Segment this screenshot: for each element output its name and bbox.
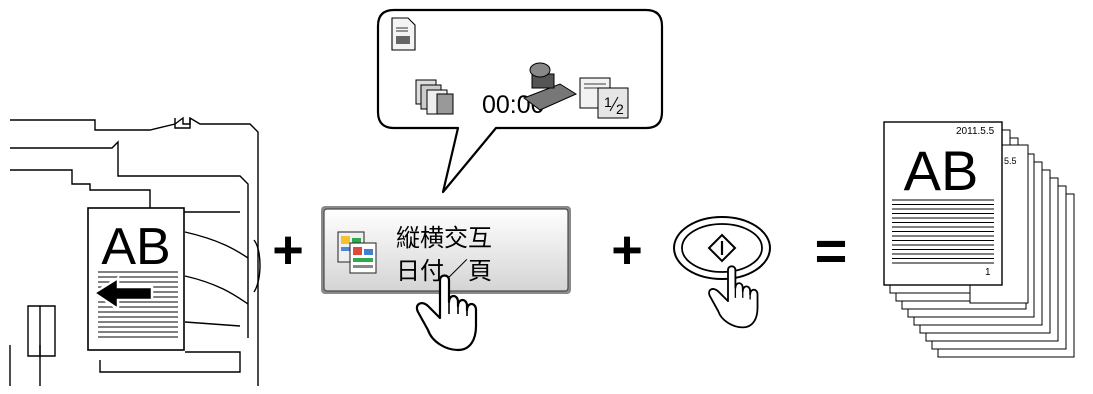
plus-operator-1: + (272, 220, 304, 280)
copier-feeder-illustration (9, 116, 261, 386)
settings-callout: 00:00 1 2 (376, 8, 664, 194)
document-icon (391, 17, 416, 51)
output-front-text: AB (904, 139, 979, 202)
output-page-number: 1 (985, 267, 991, 278)
original-document: AB (87, 207, 185, 351)
equals-operator: = (815, 219, 848, 282)
rotate-sort-datepage-button[interactable]: 縦横交互 日付／頁 (321, 206, 571, 294)
button-label-line1: 縦横交互 (396, 224, 492, 252)
svg-text:2: 2 (616, 101, 624, 117)
multi-copy-icon (415, 79, 454, 115)
page-number-icon: 1 2 (579, 77, 629, 119)
output-copies-stack: 5.5 2011.5.5 AB 1 (883, 121, 1075, 358)
start-diamond-icon (707, 233, 737, 263)
rotate-sort-icon (337, 231, 377, 274)
output-date: 2011.5.5 (956, 126, 995, 137)
feed-direction-arrow (91, 275, 154, 312)
original-text: AB (101, 218, 170, 276)
plus-operator-2: + (611, 220, 643, 280)
second-page-date: 5.5 (1004, 156, 1017, 166)
start-button[interactable] (673, 216, 771, 280)
svg-text:1: 1 (604, 94, 612, 110)
stamp-icon (522, 62, 578, 111)
